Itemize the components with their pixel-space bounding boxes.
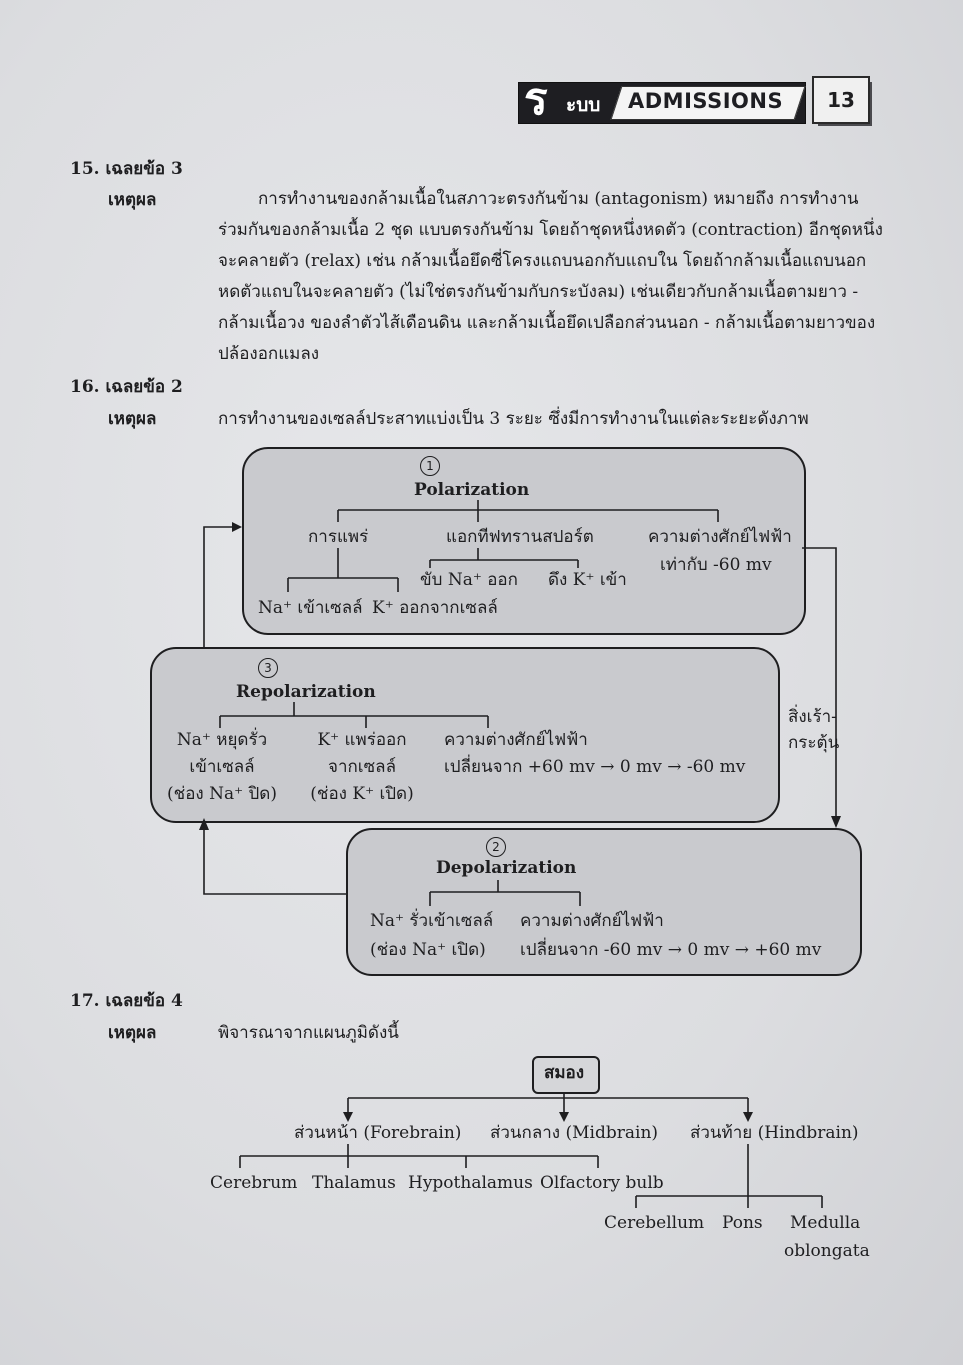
- depolarization-na-channel: (ช่อง Na⁺ เปิด): [370, 940, 486, 960]
- q15-line-2: ร่วมกันของกล้ามเนื้อ 2 ชุด แบบตรงกันข้าม…: [218, 220, 883, 240]
- midbrain-node: ส่วนกลาง (Midbrain): [490, 1123, 659, 1143]
- polarization-diffusion: การแพร่: [308, 527, 369, 547]
- olfactory-bulb-node: Olfactory bulb: [540, 1173, 664, 1193]
- repolarization-k-diff-1: K⁺ แพร่ออก: [317, 730, 407, 750]
- polarization-potential-label: ความต่างศักย์ไฟฟ้า: [648, 527, 792, 547]
- polarization-title: Polarization: [414, 480, 530, 500]
- repolarization-box: [150, 647, 780, 823]
- q16-reason-label: เหตุผล: [108, 409, 157, 429]
- depolarization-step-number: 2: [486, 837, 506, 857]
- repolarization-potential-change: เปลี่ยนจาก +60 mv → 0 mv → -60 mv: [444, 757, 746, 777]
- depolarization-na-leak: Na⁺ รั่วเข้าเซลล์: [370, 911, 494, 931]
- polarization-step-number: 1: [420, 456, 440, 476]
- q17-answer-label: 17. เฉลยข้อ 4: [70, 991, 183, 1011]
- repolarization-na-stop-3: (ช่อง Na⁺ ปิด): [167, 784, 277, 804]
- polarization-na-in: Na⁺ เข้าเซลล์: [258, 598, 363, 618]
- q15-answer-label: 15. เฉลยข้อ 3: [70, 159, 183, 179]
- polarization-pump-k: ดึง K⁺ เข้า: [548, 570, 627, 590]
- repolarization-title: Repolarization: [236, 682, 376, 702]
- forebrain-node: ส่วนหน้า (Forebrain): [294, 1123, 462, 1143]
- medulla-node-line-2: oblongata: [784, 1241, 870, 1261]
- pons-node: Pons: [722, 1213, 763, 1233]
- repolarization-step-number: 3: [258, 658, 278, 678]
- cerebrum-node: Cerebrum: [210, 1173, 298, 1193]
- polarization-active-transport: แอกทีฟทรานสปอร์ต: [446, 527, 594, 547]
- polarization-box: [242, 447, 806, 635]
- depolarization-potential-change: เปลี่ยนจาก -60 mv → 0 mv → +60 mv: [520, 940, 822, 960]
- hypothalamus-node: Hypothalamus: [408, 1173, 533, 1193]
- q17-text: พิจารณาจากแผนภูมิดังนี้: [218, 1023, 399, 1043]
- q16-text: การทำงานของเซลล์ประสาทแบ่งเป็น 3 ระยะ ซึ…: [218, 409, 809, 429]
- depolarization-potential-label: ความต่างศักย์ไฟฟ้า: [520, 911, 664, 931]
- repolarization-k-diff-3: (ช่อง K⁺ เปิด): [310, 784, 414, 804]
- stimulus-label-1: สิ่งเร้า-: [788, 707, 837, 727]
- q15-line-3: จะคลายตัว (relax) เช่น กล้ามเนื้อยึดซี่โ…: [218, 251, 867, 271]
- depolarization-box: [346, 828, 862, 976]
- series-title: ADMISSIONS: [628, 89, 784, 113]
- brain-node-box: [532, 1056, 600, 1094]
- polarization-k-out: K⁺ ออกจากเซลล์: [372, 598, 498, 618]
- q15-line-5: กล้ามเนื้อวง ของลำตัวไส้เดือนดิน และกล้า…: [218, 313, 876, 333]
- page-number: 13: [812, 76, 870, 124]
- series-logo-letter: ร: [524, 74, 548, 125]
- q15-line-1: การทำงานของกล้ามเนื้อในสภาวะตรงกันข้าม (…: [258, 189, 859, 209]
- cerebellum-node: Cerebellum: [604, 1213, 705, 1233]
- thalamus-node: Thalamus: [312, 1173, 396, 1193]
- q15-reason-label: เหตุผล: [108, 190, 157, 210]
- polarization-pump-na: ขับ Na⁺ ออก: [420, 570, 518, 590]
- repolarization-potential-label: ความต่างศักย์ไฟฟ้า: [444, 730, 588, 750]
- hindbrain-node: ส่วนท้าย (Hindbrain): [690, 1123, 859, 1143]
- series-thai-text: ะบบ: [566, 94, 601, 116]
- repolarization-na-stop-2: เข้าเซลล์: [189, 757, 255, 777]
- q15-line-6: ปล้องอกแมลง: [218, 344, 320, 364]
- depolarization-title: Depolarization: [436, 858, 577, 878]
- medulla-node-line-1: Medulla: [790, 1213, 861, 1233]
- polarization-potential-value: เท่ากับ -60 mv: [660, 555, 772, 575]
- q16-answer-label: 16. เฉลยข้อ 2: [70, 377, 183, 397]
- q15-line-4: หดตัวแถบในจะคลายตัว (ไม่ใช่ตรงกันข้ามกับ…: [218, 282, 859, 302]
- q17-reason-label: เหตุผล: [108, 1023, 157, 1043]
- repolarization-k-diff-2: จากเซลล์: [328, 757, 396, 777]
- repolarization-na-stop-1: Na⁺ หยุดรั่ว: [176, 730, 268, 750]
- stimulus-label-2: กระตุ้น: [788, 733, 840, 753]
- brain-node: สมอง: [543, 1063, 585, 1083]
